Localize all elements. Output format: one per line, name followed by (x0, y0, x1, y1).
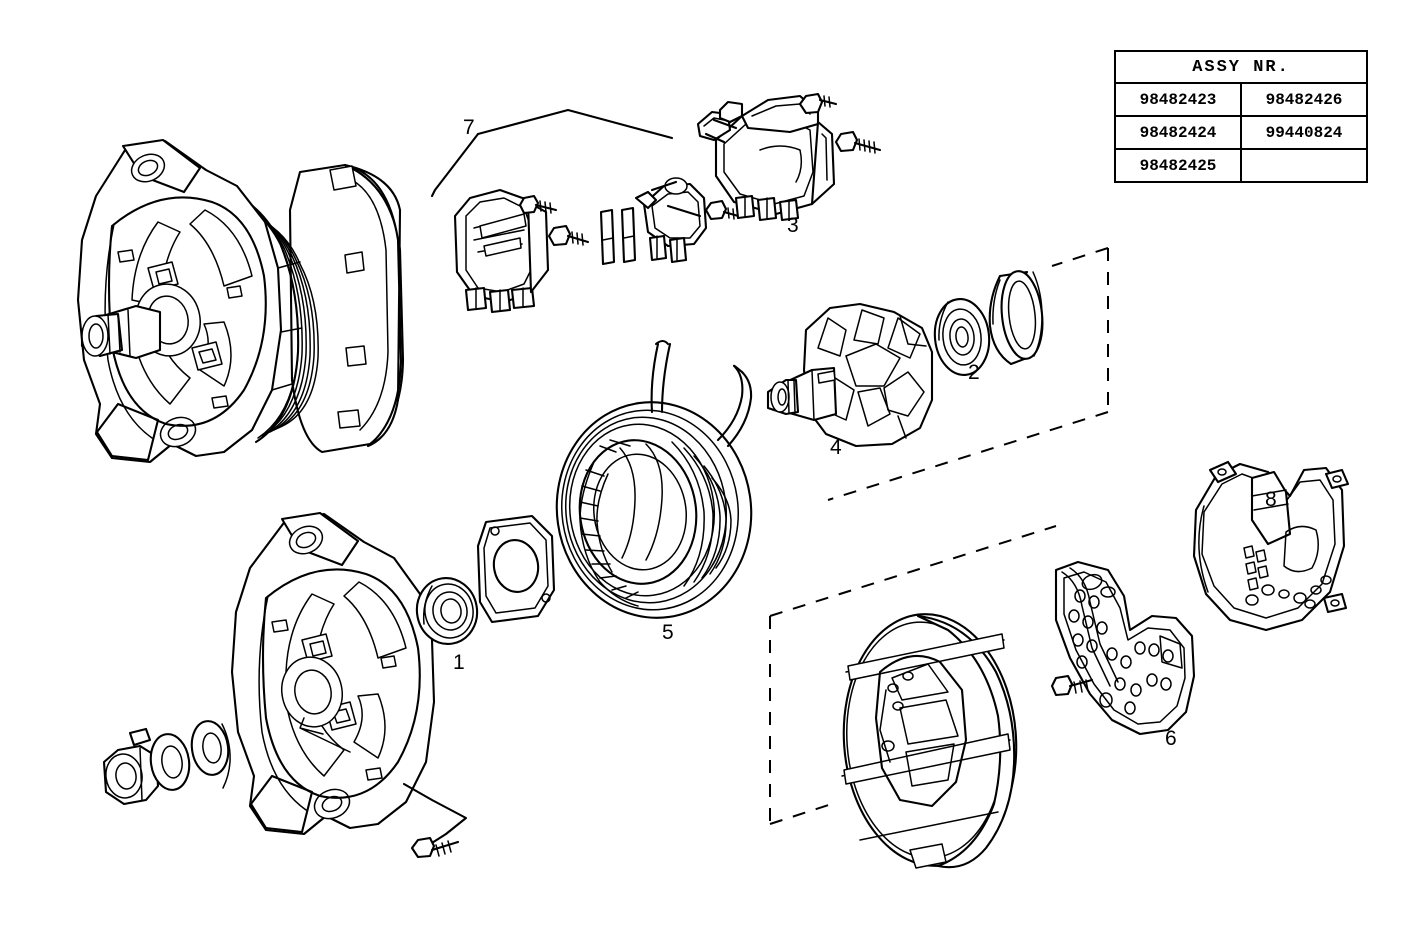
assy-number-cell-empty (1240, 148, 1368, 183)
part-voltage-regulator (696, 92, 882, 222)
assy-table-header: ASSY NR. (1114, 50, 1368, 84)
callout-7-leader (430, 108, 674, 198)
part-lock-washer (149, 733, 191, 791)
part-flat-washer (190, 720, 231, 789)
part-rear-housing (841, 613, 1018, 869)
callout-number-3: 3 (787, 214, 799, 237)
part-rear-bearing (933, 298, 991, 376)
assy-number-table: ASSY NR. 98482423 98482426 98482424 9944… (1114, 50, 1368, 183)
table-row: 98482423 98482426 (1114, 82, 1368, 117)
callout-number-5: 5 (662, 621, 674, 644)
assy-number-cell: 98482426 (1240, 82, 1368, 117)
part-bearing-retainer-plate (476, 514, 556, 624)
part-brush-holder (453, 188, 550, 314)
part-rotor (766, 302, 934, 448)
table-row: 98482424 99440824 (1114, 115, 1368, 150)
part-pulley-nut (102, 744, 160, 806)
part-brushes (599, 206, 637, 266)
part-rectifier (1050, 560, 1196, 736)
assy-number-cell: 98482424 (1114, 115, 1242, 150)
callout-number-4: 4 (830, 436, 842, 459)
part-front-bearing (415, 577, 479, 645)
callout-number-2: 2 (968, 361, 980, 384)
part-brush-holder-screws (518, 194, 590, 247)
table-row: 98482425 (1114, 148, 1368, 183)
part-diode-heat-sink (1192, 460, 1350, 632)
dashed-zone-upper (827, 247, 1109, 501)
assy-number-cell: 99440824 (1240, 115, 1368, 150)
part-bearing-retainer-ring (988, 270, 1044, 366)
part-front-housing (230, 511, 436, 836)
part-stator (555, 339, 753, 619)
callout-number-7: 7 (463, 116, 475, 139)
part-alternator-complete-assembly (76, 138, 405, 464)
callout-number-8: 8 (1265, 488, 1277, 511)
assy-number-cell: 98482425 (1114, 148, 1242, 183)
part-woodruff-key (128, 727, 152, 747)
callout-number-6: 6 (1165, 727, 1177, 750)
part-through-bolt-screw (402, 782, 468, 859)
dashed-zone-lower (769, 525, 1057, 825)
assy-table-header-row: ASSY NR. (1114, 50, 1368, 84)
callout-number-1: 1 (453, 651, 465, 674)
assy-number-cell: 98482423 (1114, 82, 1242, 117)
